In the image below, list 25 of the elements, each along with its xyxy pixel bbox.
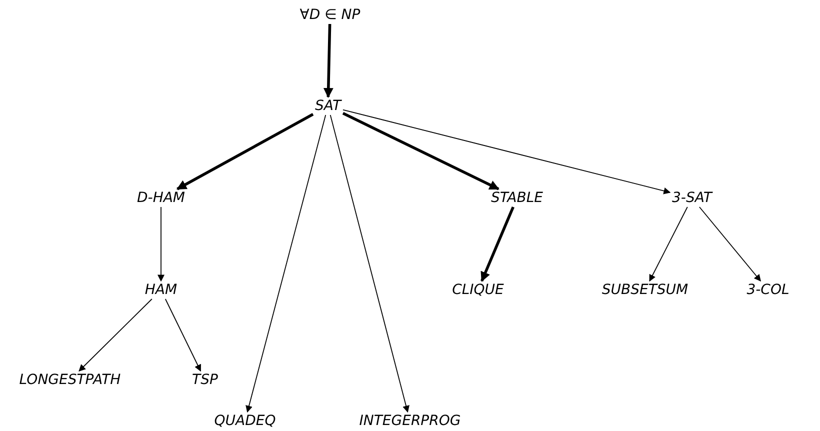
arrow [330, 114, 410, 413]
arrow [158, 206, 164, 282]
node-label: CLIQUE [450, 281, 506, 299]
arrow [649, 206, 688, 282]
node-label: 3-SAT [670, 189, 714, 207]
arrow [342, 112, 500, 190]
node-label: 3-COL [744, 281, 792, 299]
arrow [164, 298, 202, 372]
arrow [480, 206, 514, 282]
arrow [78, 298, 152, 372]
node-label: LONGESTPATH [17, 371, 123, 389]
node-label: TSP [190, 371, 220, 389]
node-label: D-HAM [135, 189, 187, 207]
node-label: SUBSETSUM [600, 281, 690, 299]
arrow [342, 109, 671, 194]
node-label: HAM [142, 281, 180, 299]
arrow [323, 24, 334, 98]
arrow [698, 206, 762, 282]
arrow [246, 114, 326, 413]
node-label: SAT [313, 97, 343, 115]
node-label: ∀D ∈ NP [298, 6, 362, 24]
node-label: QUADEQ [212, 412, 278, 430]
node-label: STABLE [489, 189, 545, 207]
node-label: INTEGERPROG [357, 412, 463, 430]
arrow [176, 113, 314, 190]
